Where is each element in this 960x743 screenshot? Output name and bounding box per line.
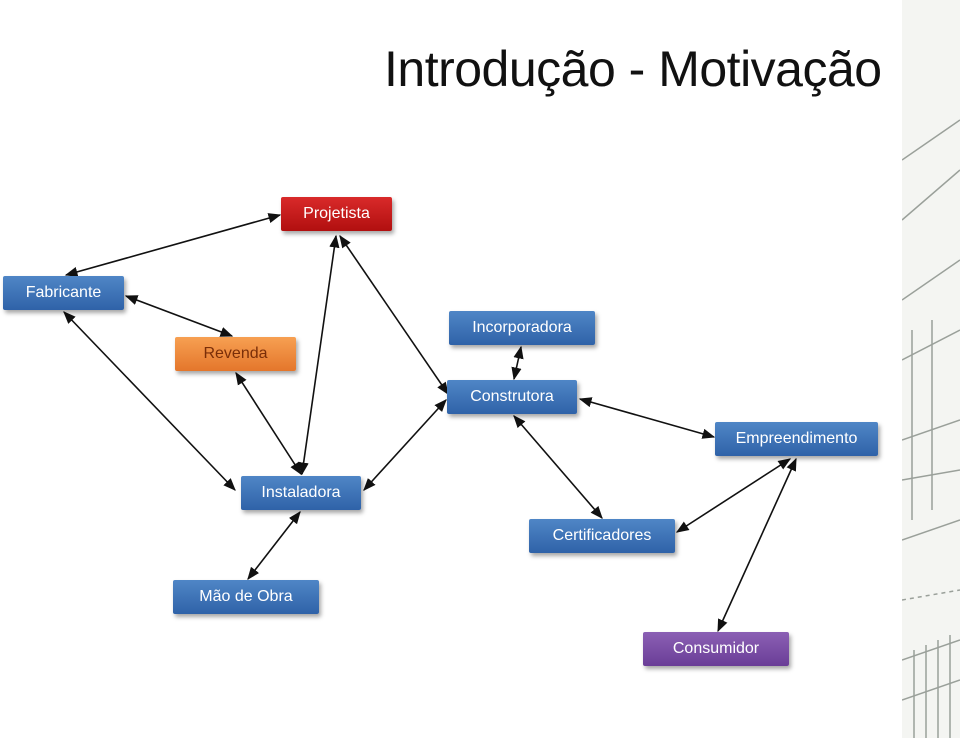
node-fabricante: Fabricante [3,276,124,310]
node-mao-de-obra: Mão de Obra [173,580,319,614]
arrow-instaladora-mao_de_obra [247,510,301,581]
node-instaladora: Instaladora [241,476,361,510]
node-projetista: Projetista [281,197,392,231]
node-consumidor: Consumidor [643,632,789,666]
arrow-empreendimento-consumidor [717,457,797,633]
blueprint-drawing [901,119,960,738]
arrow-construtora-certificadores [513,415,603,519]
arrow-projetista-construtora [339,234,449,396]
node-empreendimento: Empreendimento [715,422,878,456]
node-certificadores: Certificadores [529,519,675,553]
arrow-revenda-instaladora [235,371,302,476]
decorative-blueprint-strip [901,0,960,738]
arrow-incorporadora-construtora [511,345,524,381]
node-incorporadora: Incorporadora [449,311,595,345]
arrow-fabricante-revenda [124,295,234,337]
arrow-projetista-instaladora [298,234,340,476]
page-title: Introdução - Motivação [384,41,882,97]
arrow-fabricante-instaladora [63,311,236,491]
node-revenda: Revenda [175,337,296,371]
arrow-construtora-empreendimento [578,397,716,439]
arrow-empreendimento-certificadores [675,458,792,533]
node-construtora: Construtora [447,380,577,414]
arrow-construtora-instaladora [363,399,447,491]
arrow-fabricante-projetista [64,213,282,277]
